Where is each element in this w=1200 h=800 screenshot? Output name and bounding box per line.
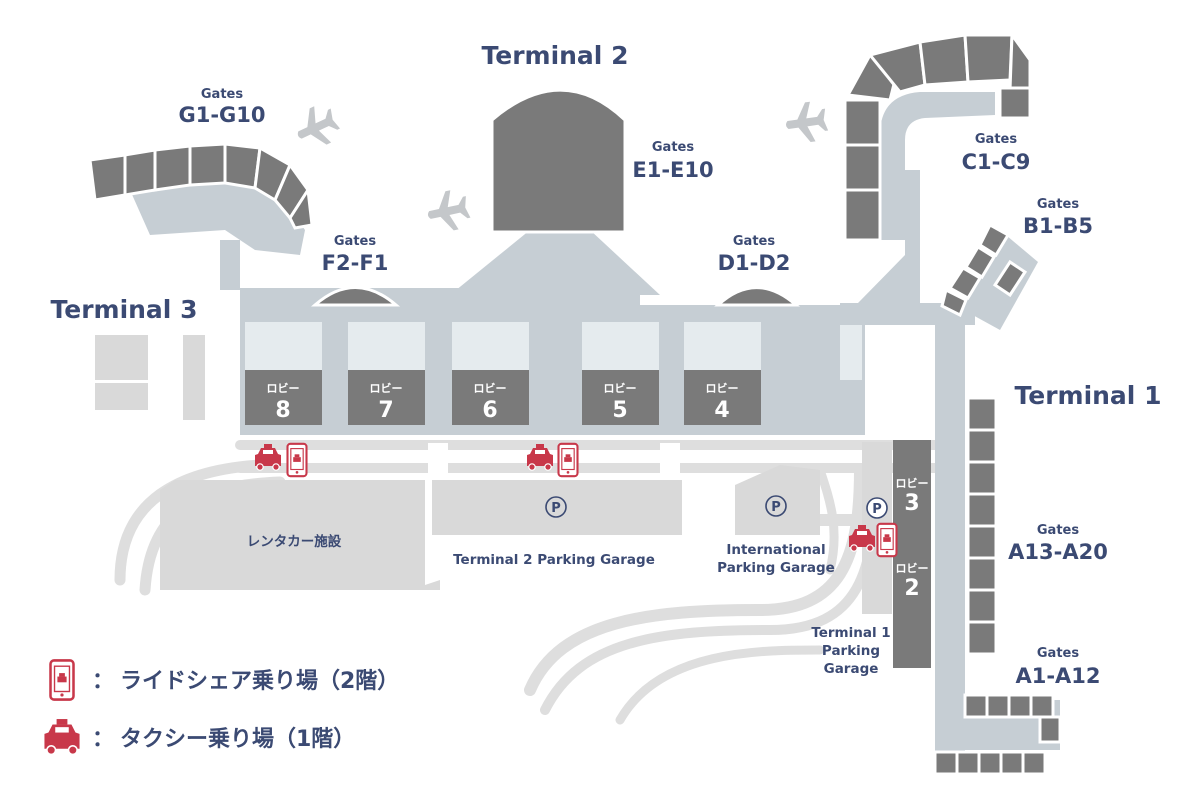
- gates-d-range: D1-D2: [718, 251, 791, 275]
- legend-separator: ：: [92, 669, 114, 694]
- lobby-4-number: 4: [714, 398, 729, 423]
- rideshare-phone-icon: [49, 659, 75, 701]
- lobby-8-number: 8: [275, 398, 290, 423]
- rideshare-phone-icon[interactable]: [876, 522, 898, 558]
- t1-garage-label-1: Terminal 1: [811, 625, 890, 641]
- lobby-2-label: ロビー: [896, 561, 929, 575]
- intl-garage-label-1: International: [726, 542, 825, 558]
- lobby-6-label: ロビー: [474, 381, 507, 395]
- gates-f-label: Gates: [334, 234, 376, 249]
- lobby-blocks: [245, 322, 931, 668]
- parking-icon: P: [765, 495, 787, 517]
- legend-rideshare-label: ライドシェア乗り場（2階）: [120, 669, 399, 694]
- airplane-icon: [423, 187, 473, 235]
- road-divider: [660, 443, 680, 473]
- gates-g-label: Gates: [201, 87, 243, 102]
- gates-d-label: Gates: [733, 234, 775, 249]
- svg-text:P: P: [872, 502, 882, 517]
- gates-f-range: F2-F1: [322, 251, 389, 275]
- road-network: [114, 440, 965, 725]
- legend: ： ライドシェア乗り場（2階） ： タクシー乗り場（1階）: [43, 659, 399, 756]
- terminal-2-garage-label: Terminal 2 Parking Garage: [453, 552, 655, 568]
- taxi-icon: [43, 718, 81, 756]
- gates-c-range: C1-C9: [962, 150, 1031, 174]
- road-divider: [428, 443, 448, 473]
- gates-a1-label: Gates: [1037, 646, 1079, 661]
- gates-a13-label: Gates: [1037, 523, 1079, 538]
- legend-taxi-label: タクシー乗り場（1階）: [120, 727, 355, 752]
- rental-car-label: レンタカー施設: [247, 533, 342, 550]
- lobby-4-label: ロビー: [706, 381, 739, 395]
- intl-garage-label-2: Parking Garage: [717, 560, 835, 576]
- international-parking-garage: [735, 465, 820, 535]
- terminal-2-parking-garage: [432, 480, 682, 535]
- lobby-2-number: 2: [904, 576, 919, 601]
- gates-e-range: E1-E10: [632, 158, 713, 182]
- airplane-icon: [783, 99, 830, 146]
- lobby-3-number: 3: [904, 491, 919, 516]
- terminal-3-title: Terminal 3: [51, 295, 198, 324]
- rideshare-phone-icon[interactable]: [286, 442, 308, 478]
- lobby-5-number: 5: [612, 398, 627, 423]
- t1-garage-label-3: Garage: [824, 661, 879, 677]
- lobby-3-label: ロビー: [896, 476, 929, 490]
- gates-b-range: B1-B5: [1023, 214, 1093, 238]
- gates-b-label: Gates: [1037, 197, 1079, 212]
- rental-car-facility: [160, 480, 440, 590]
- lobby-6-number: 6: [482, 398, 497, 423]
- parking-icon: P: [866, 497, 888, 519]
- legend-separator: ：: [92, 727, 114, 752]
- gates-c-label: Gates: [975, 132, 1017, 147]
- terminal-2-title: Terminal 2: [482, 41, 629, 70]
- svg-text:P: P: [771, 500, 781, 515]
- terminal-1-title: Terminal 1: [1015, 381, 1162, 410]
- svg-text:P: P: [551, 501, 561, 516]
- gates-a1-range: A1-A12: [1015, 664, 1100, 688]
- terminal-3-buildings: [95, 335, 205, 420]
- gate-modules: [88, 30, 1062, 776]
- airplane-icon: [289, 100, 344, 154]
- parking-icon: P: [545, 496, 567, 518]
- lobby-5-label: ロビー: [604, 381, 637, 395]
- t1-garage-label-2: Parking: [822, 643, 880, 659]
- gates-g-range: G1-G10: [178, 103, 265, 127]
- gates-a13-range: A13-A20: [1008, 540, 1108, 564]
- lobby-7-number: 7: [378, 398, 393, 423]
- gates-e-label: Gates: [652, 140, 694, 155]
- lobby-7-label: ロビー: [370, 381, 403, 395]
- rideshare-phone-icon[interactable]: [557, 442, 579, 478]
- lobby-8-label: ロビー: [267, 381, 300, 395]
